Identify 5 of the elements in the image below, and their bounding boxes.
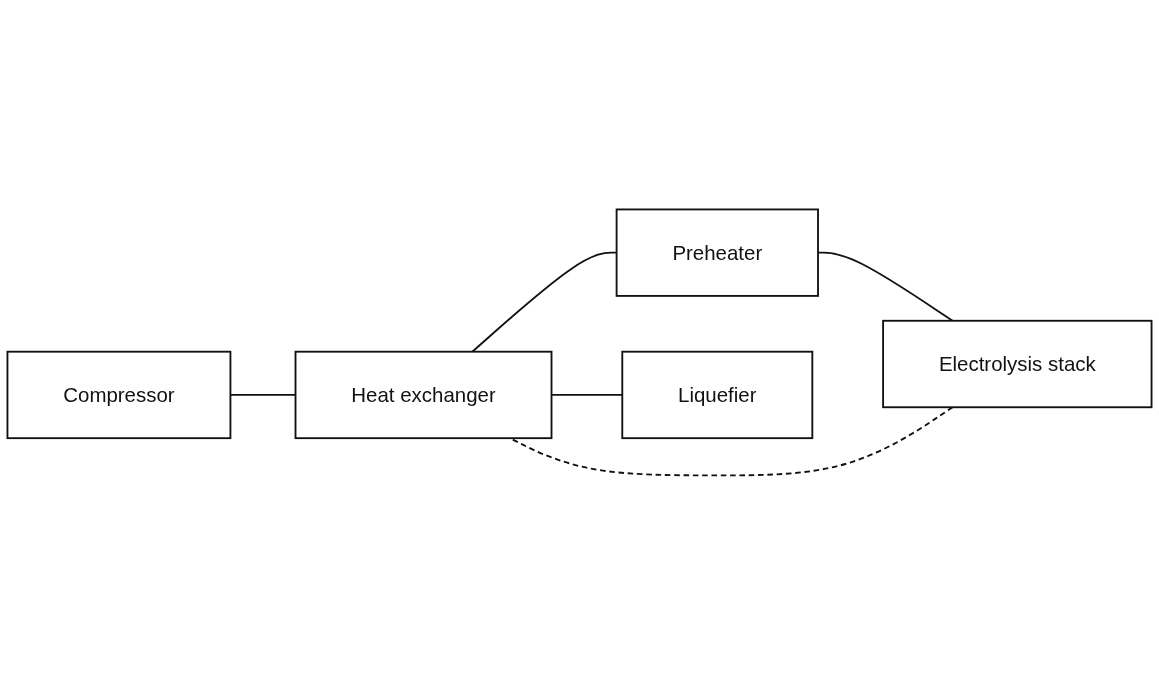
node-box: Electrolysis stack — [882, 319, 1153, 408]
node-box: Liquefier — [621, 350, 814, 439]
node-box: Preheater — [615, 208, 819, 297]
node-box: Compressor — [6, 350, 232, 439]
node-box: Heat exchanger — [294, 350, 553, 439]
